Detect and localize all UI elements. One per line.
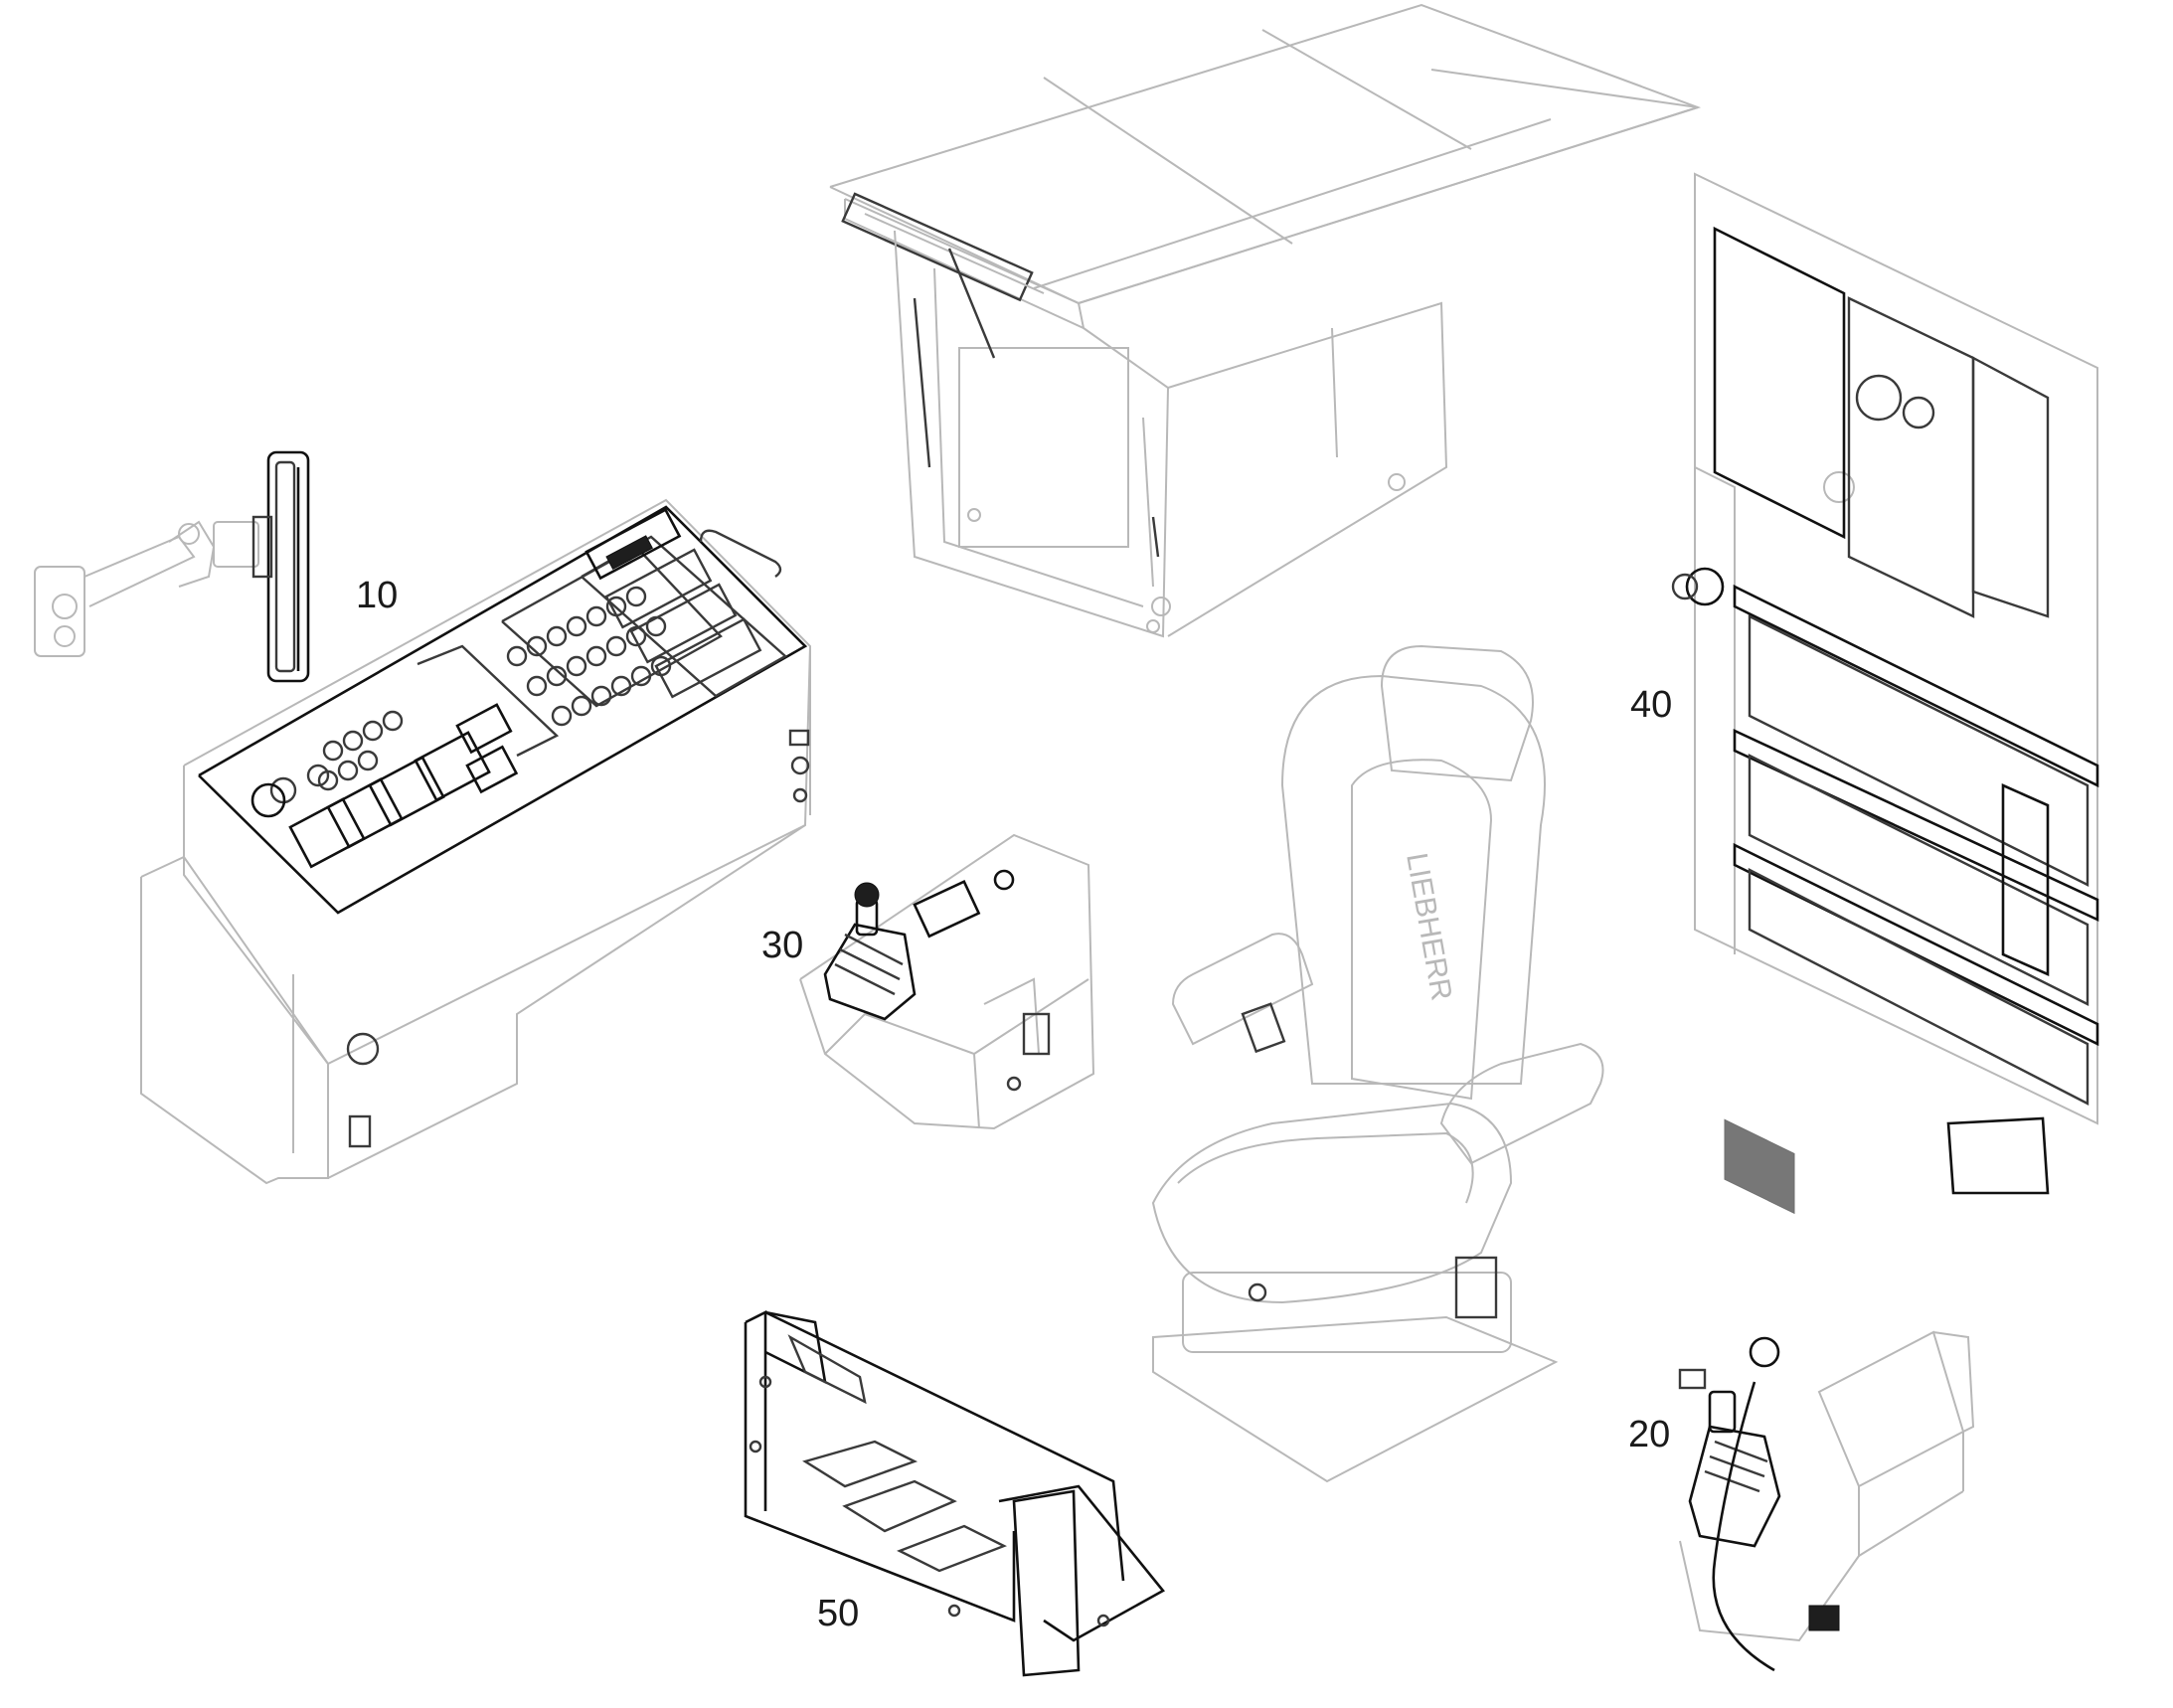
callout-40: 40 xyxy=(1630,684,1673,726)
joystick-20 xyxy=(1678,1368,1781,1548)
terminal-rails xyxy=(1733,584,2099,1106)
control-board-upper xyxy=(1713,226,2050,1215)
callout-20: 20 xyxy=(1628,1414,1671,1455)
monitor-mount-assembly xyxy=(34,450,310,683)
joystick-console-left xyxy=(799,833,1095,1130)
console-switch-blocks xyxy=(288,703,519,869)
cabin-enclosure xyxy=(829,3,1702,638)
footrest-frame xyxy=(744,1309,1165,1677)
operator-seat: LIEBHERR xyxy=(1151,644,1604,1483)
callout-50: 50 xyxy=(817,1593,860,1634)
console-display-panel xyxy=(585,507,762,699)
control-console-left xyxy=(140,498,812,1185)
seat-brand-text: LIEBHERR xyxy=(1400,850,1458,1002)
joystick-console-right xyxy=(1678,1330,1975,1672)
console-buttons xyxy=(251,586,672,818)
callout-10: 10 xyxy=(356,575,399,616)
electrical-cabinet xyxy=(1671,172,2099,1215)
callout-30: 30 xyxy=(761,925,804,966)
joystick-30 xyxy=(823,882,917,1021)
lever-20 xyxy=(1712,1336,1780,1672)
